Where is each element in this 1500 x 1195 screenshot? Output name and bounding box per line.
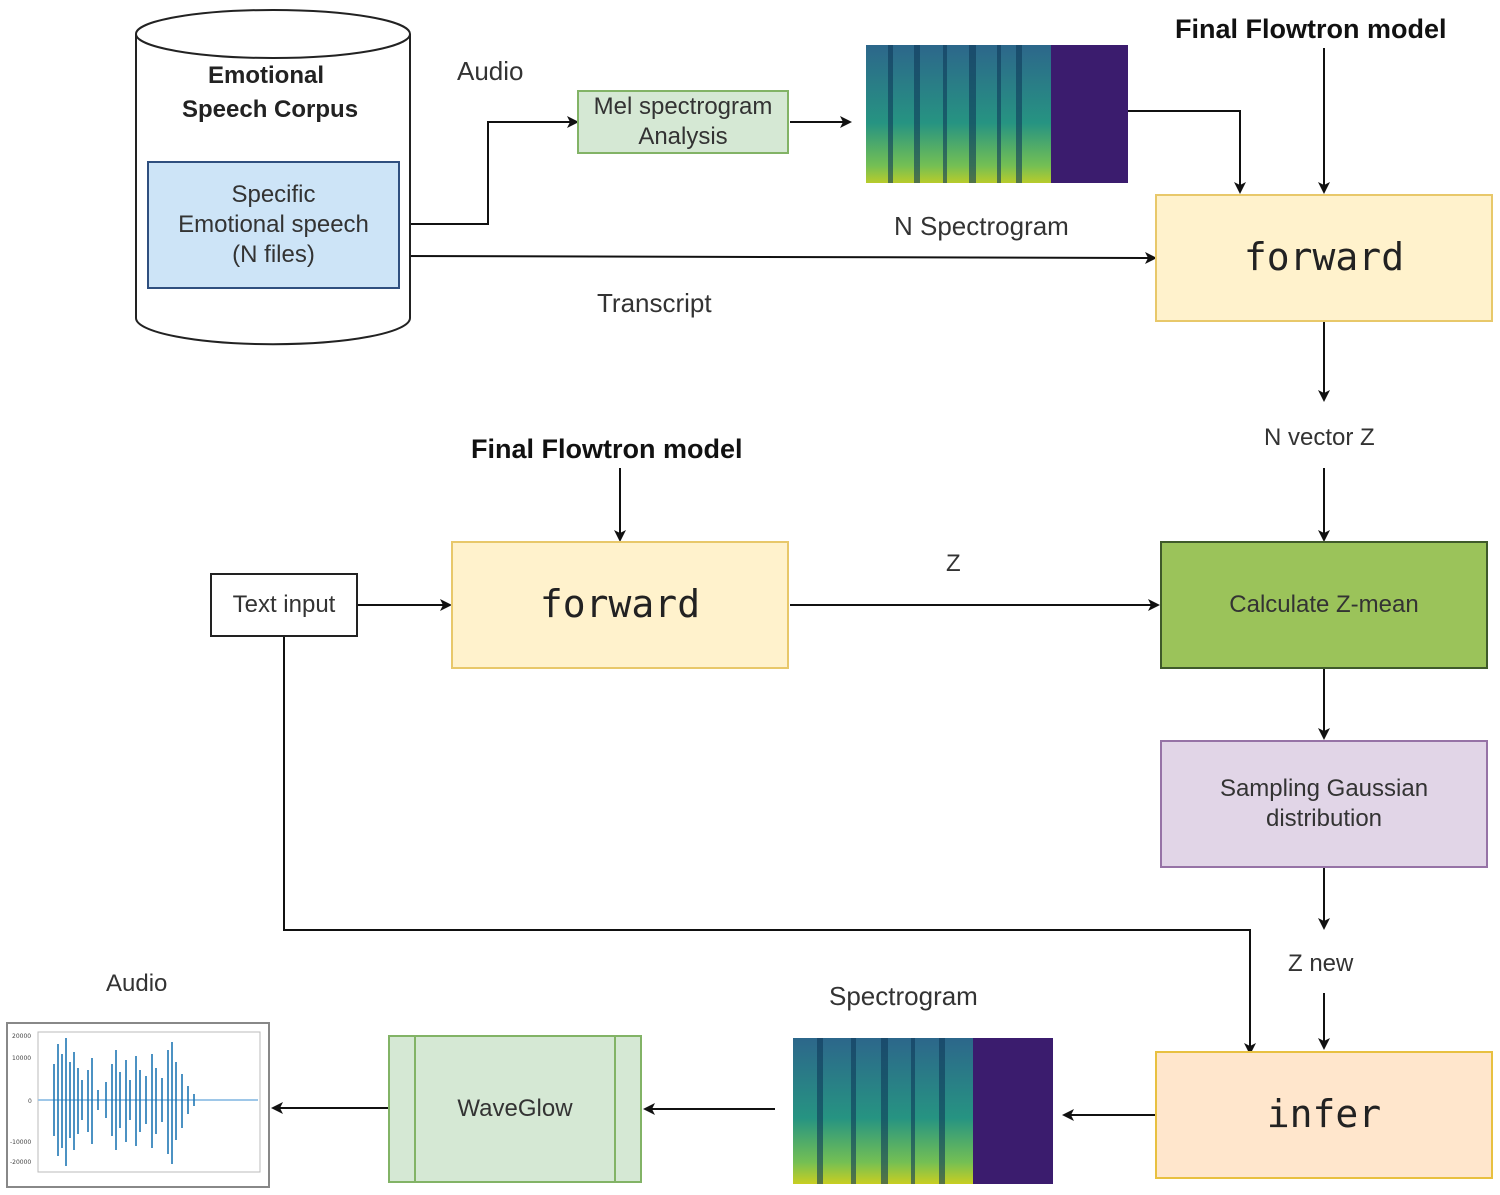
mel-spectrogram-analysis-box: Mel spectrogram Analysis <box>577 90 789 154</box>
svg-text:-20000: -20000 <box>10 1159 31 1166</box>
inner-line3: (N files) <box>232 241 315 268</box>
infer-box: infer <box>1155 1051 1493 1179</box>
svg-text:20000: 20000 <box>12 1033 31 1040</box>
mel-line2: Analysis <box>638 123 728 150</box>
forward-box-mid: forward <box>451 541 789 669</box>
inner-line1: Specific <box>231 181 316 208</box>
calculate-z-mean-box: Calculate Z-mean <box>1160 541 1488 669</box>
spectrogram-image-bottom <box>793 1038 1053 1188</box>
waveglow-label: WaveGlow <box>457 1095 573 1122</box>
mel-line1: Mel spectrogram <box>593 93 773 120</box>
transcript-label: Transcript <box>597 288 712 318</box>
sampling-line1: Sampling Gaussian <box>1219 775 1429 802</box>
n-spectrogram-label: N Spectrogram <box>894 211 1069 241</box>
spectrogram-label-bottom: Spectrogram <box>829 981 978 1011</box>
corpus-title-line1: Emotional <box>208 62 325 89</box>
sampling-line2: distribution <box>1265 805 1383 832</box>
z-new-label: Z new <box>1288 950 1354 977</box>
text-input-box: Text input <box>210 573 358 637</box>
arrow-text-to-infer <box>283 637 1256 1055</box>
final-model-label-top: Final Flowtron model <box>1175 14 1447 44</box>
sampling-gaussian-box: Sampling Gaussian distribution <box>1160 740 1488 868</box>
spectrogram-image-top <box>866 45 1128 187</box>
z-label: Z <box>946 550 961 577</box>
forward-box-top: forward <box>1155 194 1493 322</box>
audio-waveform-image: 20000 10000 0 -10000 -20000 <box>6 1022 270 1188</box>
final-model-label-mid: Final Flowtron model <box>471 434 743 464</box>
arrow-spectrogram-to-forward <box>1127 110 1246 194</box>
arrow-corpus-to-mel <box>400 116 579 225</box>
svg-text:10000: 10000 <box>12 1055 31 1062</box>
arrow-transcript-to-forward <box>399 251 1157 264</box>
waveglow-box: WaveGlow <box>388 1035 642 1183</box>
audio-label-bottom: Audio <box>106 970 168 997</box>
audio-label-top: Audio <box>457 56 524 86</box>
waveglow-left-bar <box>414 1037 416 1183</box>
waveglow-right-bar <box>614 1037 616 1183</box>
corpus-title-line2: Speech Corpus <box>182 96 359 123</box>
inner-line2: Emotional speech <box>178 211 369 238</box>
specific-emotional-speech-box: Specific Emotional speech (N files) <box>147 161 400 289</box>
n-vector-z-label: N vector Z <box>1264 424 1375 451</box>
svg-text:-10000: -10000 <box>10 1139 31 1146</box>
svg-text:0: 0 <box>28 1098 32 1105</box>
